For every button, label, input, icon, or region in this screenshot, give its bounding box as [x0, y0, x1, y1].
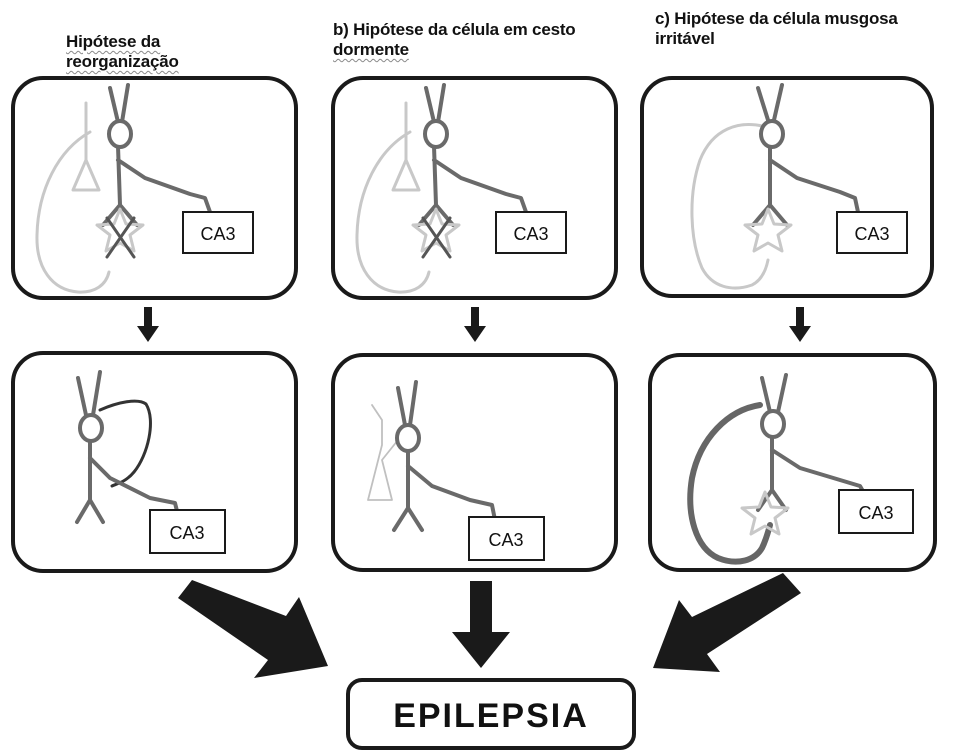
- ca3-label-c-bottom: CA3: [858, 503, 893, 523]
- panel-c-bottom: CA3: [650, 355, 935, 570]
- epilepsia-label: EPILEPSIA: [393, 697, 589, 735]
- panel-b-top-frame: [333, 78, 616, 298]
- panel-b-bottom: CA3: [333, 355, 616, 570]
- arrow-down-c: [789, 307, 811, 342]
- panel-a-top: CA3: [13, 78, 296, 298]
- panel-b-top: CA3: [333, 78, 616, 298]
- outcome-box: EPILEPSIA: [348, 680, 634, 748]
- mossy-cell-body: [762, 411, 784, 437]
- arrow-down-b: [464, 307, 486, 342]
- panel-a-bottom: CA3: [13, 353, 296, 571]
- arrow-left-to-epilepsia: [178, 580, 328, 678]
- mossy-cell-body: [425, 121, 447, 147]
- granule-cell-body: [397, 425, 419, 451]
- ca3-label-a-bottom: CA3: [169, 523, 204, 543]
- arrow-right-to-epilepsia: [653, 573, 801, 672]
- panel-c-top-frame: [642, 78, 932, 296]
- ca3-label-a-top: CA3: [200, 224, 235, 244]
- arrow-center-to-epilepsia: [452, 581, 510, 668]
- granule-cell-body: [80, 415, 102, 441]
- mossy-cell-body: [761, 121, 783, 147]
- ca3-label-b-bottom: CA3: [488, 530, 523, 550]
- ca3-label-b-top: CA3: [513, 224, 548, 244]
- arrow-down-a: [137, 307, 159, 342]
- panel-a-top-frame: [13, 78, 296, 298]
- mossy-cell-body: [109, 121, 131, 147]
- panel-c-top: CA3: [642, 78, 932, 296]
- ca3-label-c-top: CA3: [854, 224, 889, 244]
